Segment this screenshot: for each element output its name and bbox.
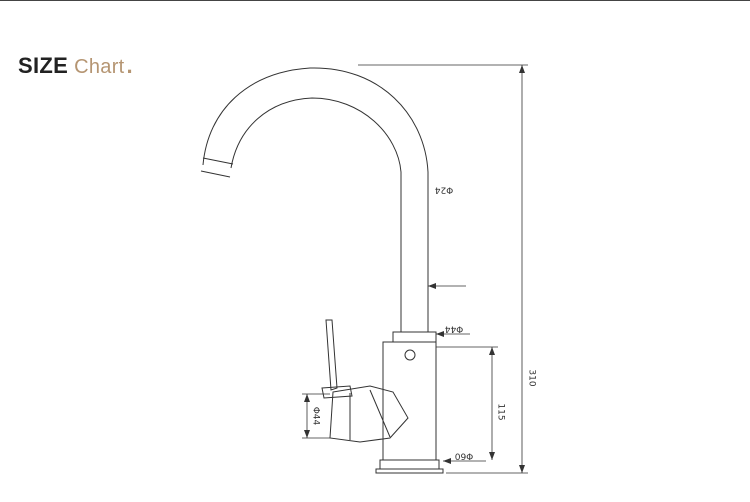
- arrowhead-body-diameter: [436, 331, 444, 337]
- top-rule: [0, 0, 750, 1]
- title-dot: .: [126, 53, 133, 78]
- label-body-diameter: Φ44: [444, 324, 463, 334]
- arrowhead-total-bottom: [519, 465, 525, 473]
- arrowhead-base: [443, 458, 451, 464]
- label-body-height: 115: [496, 403, 506, 420]
- faucet-base-top: [379, 459, 440, 470]
- cartridge-facet: [369, 389, 391, 438]
- aerator-top: [202, 157, 234, 165]
- label-base-diameter: Φ60: [454, 451, 473, 461]
- faucet-base-bottom: [375, 468, 444, 474]
- arrowhead-spout: [428, 283, 436, 289]
- pipe-collar: [392, 331, 437, 343]
- body-indicator-circle: [404, 349, 416, 361]
- arrowhead-body-bottom: [489, 452, 495, 460]
- lever-handle: [325, 319, 338, 391]
- aerator-bottom: [200, 170, 231, 178]
- label-total-height: 310: [527, 369, 537, 386]
- title-strong: SIZE: [18, 53, 69, 78]
- handle-cartridge: [329, 385, 409, 443]
- arrowhead-total-top: [519, 65, 525, 73]
- arrowhead-handle-top: [304, 394, 310, 402]
- arrowhead-body-top: [489, 347, 495, 355]
- label-spout-diameter: Φ24: [434, 185, 453, 195]
- lever-hinge: [321, 385, 353, 399]
- spout-outer-curve: [202, 67, 429, 173]
- label-handle-diameter: Φ44: [311, 407, 321, 426]
- spout-inner-curve: [230, 97, 402, 173]
- arrowhead-handle-bottom: [304, 430, 310, 438]
- title-soft: Chart: [74, 56, 125, 78]
